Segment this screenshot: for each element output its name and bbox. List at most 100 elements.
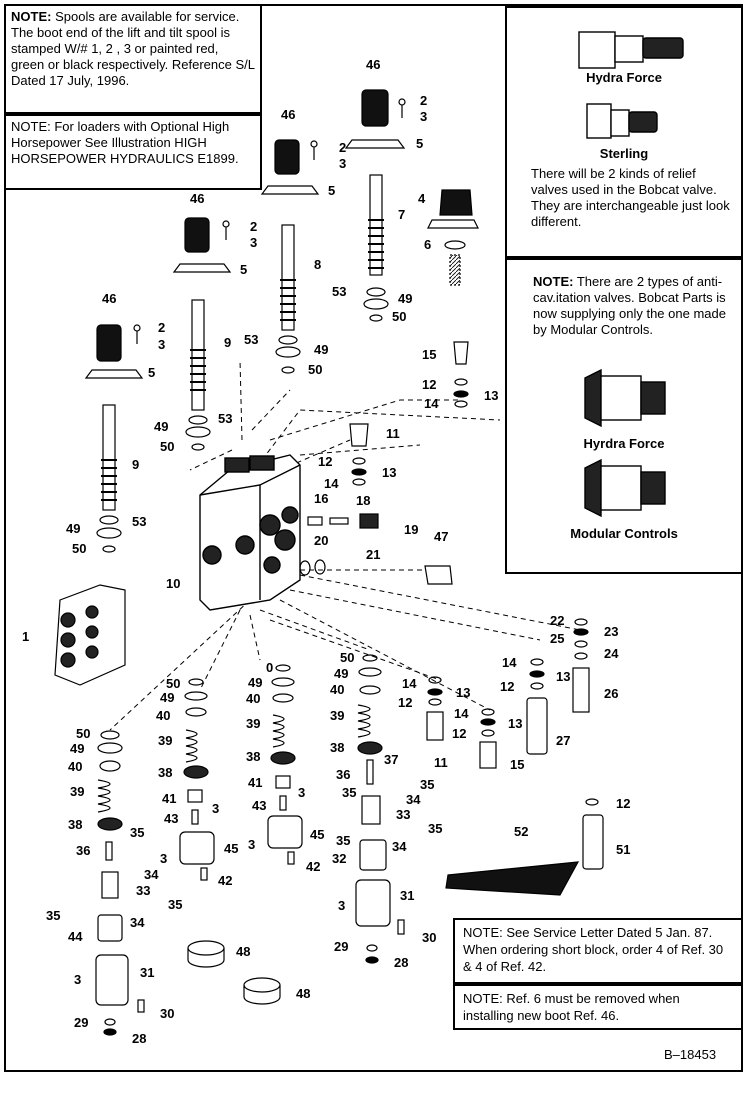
callout-38: 38 xyxy=(330,740,345,755)
callout-34: 34 xyxy=(144,867,159,882)
callout-3: 3 xyxy=(158,337,166,352)
callout-34: 34 xyxy=(392,839,407,854)
callout-53: 53 xyxy=(132,514,147,529)
relief-caption-hydra-force: Hydra Force xyxy=(586,70,662,85)
callout-27: 27 xyxy=(556,733,571,748)
callout-52: 52 xyxy=(514,824,529,839)
callout-23: 23 xyxy=(604,624,619,639)
callout-20: 20 xyxy=(314,533,329,548)
callout-3: 3 xyxy=(250,235,258,250)
callout-3: 3 xyxy=(338,898,346,913)
relief-caption-sterling: Sterling xyxy=(599,146,649,161)
callout-46: 46 xyxy=(190,191,205,206)
callout-36: 36 xyxy=(336,767,351,782)
callout-10: 10 xyxy=(166,576,181,591)
callout-49: 49 xyxy=(154,419,169,434)
callout-33: 33 xyxy=(136,883,151,898)
callout-9: 9 xyxy=(224,335,232,350)
callout-18: 18 xyxy=(356,493,371,508)
callout-43: 43 xyxy=(252,798,267,813)
spool-assembly-9-lower xyxy=(84,324,144,553)
callout-22: 22 xyxy=(550,613,565,628)
callout-5: 5 xyxy=(328,183,336,198)
callout-25: 25 xyxy=(550,631,565,646)
callout-13: 13 xyxy=(484,388,499,403)
callout-13: 13 xyxy=(382,465,397,480)
spool-assembly-8 xyxy=(260,139,320,374)
callout-5: 5 xyxy=(148,365,156,380)
callout-2: 2 xyxy=(339,140,347,155)
anticav-caption-modular-controls: Modular Controls xyxy=(570,526,678,541)
callout-31: 31 xyxy=(140,965,155,980)
callout-50: 50 xyxy=(72,541,87,556)
callout-2: 2 xyxy=(158,320,166,335)
note-spools-heading: NOTE: xyxy=(11,9,52,24)
callout-14: 14 xyxy=(454,706,469,721)
callout-48: 48 xyxy=(296,986,311,1001)
callout-42: 42 xyxy=(306,859,321,874)
callout-14: 14 xyxy=(324,476,339,491)
callout-53: 53 xyxy=(218,411,233,426)
callout-13: 13 xyxy=(556,669,571,684)
callout-40: 40 xyxy=(246,691,261,706)
callout-38: 38 xyxy=(158,765,173,780)
callout-35: 35 xyxy=(342,785,357,800)
callout-5: 5 xyxy=(240,262,248,277)
anticav-note: NOTE: There are 2 types of anti-cav.itat… xyxy=(533,274,737,338)
callout-41: 41 xyxy=(248,775,263,790)
callout-35: 35 xyxy=(168,897,183,912)
callout-24: 24 xyxy=(604,646,619,661)
callout-12: 12 xyxy=(422,377,437,392)
anticavitation-valve-icon xyxy=(584,368,666,518)
callout-53: 53 xyxy=(332,284,347,299)
callout-45: 45 xyxy=(224,841,239,856)
callout-3: 3 xyxy=(339,156,347,171)
callout-49: 49 xyxy=(66,521,81,536)
callout-35: 35 xyxy=(428,821,443,836)
callout-50: 50 xyxy=(392,309,407,324)
note-service-letter: NOTE: See Service Letter Dated 5 Jan. 87… xyxy=(453,918,743,984)
lower-assembly-45-left xyxy=(179,678,281,1005)
assembled-valve-1 xyxy=(54,584,126,686)
relief-note: There will be 2 kinds of relief valves u… xyxy=(531,166,730,229)
callout-0: 0 xyxy=(266,660,274,675)
callout-2: 2 xyxy=(250,219,258,234)
callout-12: 12 xyxy=(452,726,467,741)
callout-50: 50 xyxy=(340,650,355,665)
spool-assembly-7 xyxy=(344,89,406,322)
callout-47: 47 xyxy=(434,529,449,544)
callout-3: 3 xyxy=(298,785,306,800)
callout-45: 45 xyxy=(310,827,325,842)
callout-34: 34 xyxy=(130,915,145,930)
callout-37: 37 xyxy=(384,752,399,767)
spool-assembly-9-upper xyxy=(172,217,232,451)
lower-left-assembly xyxy=(95,730,145,1036)
callout-53: 53 xyxy=(244,332,259,347)
callout-41: 41 xyxy=(162,791,177,806)
callout-4: 4 xyxy=(418,191,426,206)
callout-11: 11 xyxy=(386,426,400,441)
callout-38: 38 xyxy=(68,817,83,832)
callout-39: 39 xyxy=(330,708,345,723)
callout-35: 35 xyxy=(336,833,351,848)
callout-5: 5 xyxy=(416,136,424,151)
callout-38: 38 xyxy=(246,749,261,764)
callout-50: 50 xyxy=(308,362,323,377)
anticav-text: There are 2 types of anti-cav.itation va… xyxy=(533,274,726,337)
callout-12: 12 xyxy=(318,454,333,469)
lower-assembly-45-right xyxy=(267,664,303,865)
figure-id: B–18453 xyxy=(664,1047,717,1062)
boot-part-4 xyxy=(427,189,479,286)
callout-15: 15 xyxy=(510,757,525,772)
callout-3: 3 xyxy=(160,851,168,866)
callout-3: 3 xyxy=(248,837,256,852)
callout-31: 31 xyxy=(400,888,415,903)
note-boot-text: NOTE: Ref. 6 must be removed when instal… xyxy=(463,991,680,1023)
callout-28: 28 xyxy=(394,955,409,970)
callout-34: 34 xyxy=(406,792,421,807)
callout-26: 26 xyxy=(604,686,619,701)
callout-12: 12 xyxy=(398,695,413,710)
callout-2: 2 xyxy=(420,93,428,108)
callout-8: 8 xyxy=(314,257,322,272)
